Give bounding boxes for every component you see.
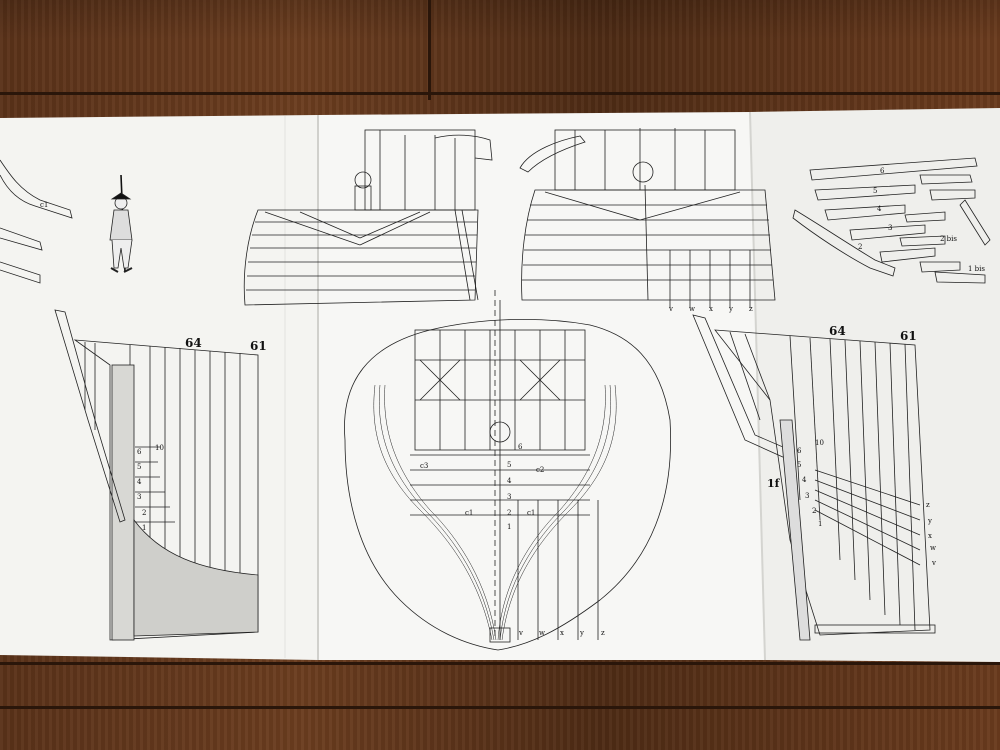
stack-number: 2 (507, 509, 512, 517)
frame-label-61-left: 61 (250, 339, 267, 353)
stack-number: 1 (507, 523, 512, 531)
paper-panel-1 (0, 115, 318, 660)
part-label: 1 bis (968, 265, 985, 273)
floor-plank-seam (0, 706, 1000, 709)
part-label: 2 bis (940, 235, 957, 243)
station-letter: z (926, 501, 930, 509)
part-label: c2 (536, 466, 545, 474)
body-plan-left (54, 309, 259, 641)
part-number: 6 (880, 167, 885, 175)
station-letter: x (709, 305, 713, 313)
soldier-figure (109, 174, 133, 273)
station-letter: y (729, 305, 733, 313)
part-number: 5 (873, 187, 878, 195)
stack-number: 6 (137, 448, 142, 456)
station-letter: y (580, 629, 584, 637)
part-label: 1f (767, 477, 780, 490)
stack-number: 4 (507, 477, 512, 485)
floor-plank-seam (428, 0, 431, 100)
number-label: 10 (815, 439, 824, 447)
stack-number: 4 (802, 476, 807, 484)
station-letter: x (928, 532, 932, 540)
paper-panel-2 (318, 112, 765, 660)
stack-number: 4 (137, 478, 142, 486)
station-letter: z (749, 305, 753, 313)
floor-plank-seam (0, 662, 1000, 665)
frame-part-outline (0, 261, 41, 284)
station-letter: w (930, 544, 936, 552)
station-letter: z (601, 629, 605, 637)
stack-number: 1 (142, 524, 147, 532)
station-letter: v (519, 629, 523, 637)
exploded-frame-parts (792, 157, 991, 284)
part-label: c1 (40, 201, 49, 209)
stack-number: 2 (142, 509, 147, 517)
frame-part-outline (0, 227, 43, 251)
stern-elevation-left (243, 129, 493, 306)
paper-panel-3 (750, 108, 1000, 662)
part-number: 3 (888, 224, 893, 232)
stack-number: 5 (137, 463, 142, 471)
number-label: 10 (155, 444, 164, 452)
stack-number: 5 (507, 461, 512, 469)
part-label: c1 (465, 509, 474, 517)
part-label: c1 (527, 509, 536, 517)
station-letter: y (928, 517, 932, 525)
part-number: 2 (858, 243, 863, 251)
station-letter: x (560, 629, 564, 637)
stack-number: 5 (797, 461, 802, 469)
body-plan-right (692, 314, 936, 641)
station-letter: v (932, 559, 936, 567)
stack-number: 3 (805, 492, 810, 500)
stack-number: 6 (518, 443, 523, 451)
stack-number: 3 (137, 493, 142, 501)
part-label: c3 (420, 462, 429, 470)
stack-number: 6 (797, 447, 802, 455)
frame-label-64-left: 64 (185, 336, 202, 350)
stack-number: 1 (818, 520, 823, 528)
bow-elevation-right (519, 128, 776, 308)
part-number: 4 (877, 205, 882, 213)
stack-number: 3 (507, 493, 512, 501)
station-letter: v (669, 305, 673, 313)
paper-fold (749, 111, 766, 661)
midship-section-center (344, 290, 672, 651)
floor-plank-seam (0, 92, 1000, 95)
stack-number: 2 (812, 507, 817, 515)
frame-label-64-right: 64 (829, 324, 846, 338)
frame-label-61-right: 61 (900, 329, 917, 343)
frame-part-outline (0, 159, 73, 219)
station-letter: w (539, 629, 545, 637)
station-letter: w (689, 305, 695, 313)
